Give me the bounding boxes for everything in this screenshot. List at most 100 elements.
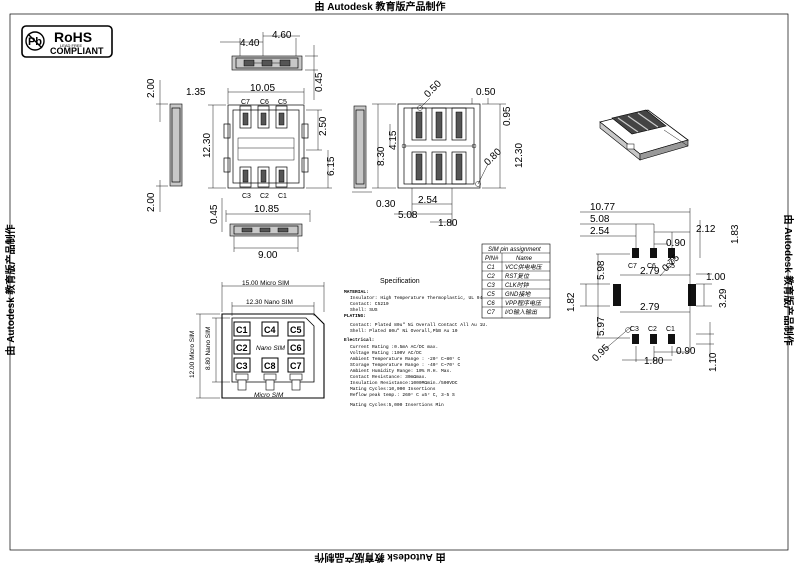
- sim-card-diagram: [196, 282, 325, 399]
- fp-pin-c2: C2: [648, 326, 657, 333]
- top-view: [220, 32, 318, 100]
- fp-dim-2-54: 2.54: [590, 226, 610, 237]
- dim-front-width: 10.05: [250, 83, 275, 94]
- pin-assignment-table: [481, 243, 551, 319]
- dim-bottom-9-00: 9.00: [258, 250, 278, 261]
- spec-line: Mating Cycles:10,000 Insertions: [350, 386, 436, 392]
- fp-dim-3-29: 3.29: [718, 288, 729, 308]
- dim-side-4-15: 4.15: [388, 130, 399, 150]
- right-side-view: [353, 105, 367, 189]
- fp-dim-1-10: 1.10: [708, 352, 719, 372]
- spec-line: Mating Cycles:5,000 Insertions Min: [350, 402, 444, 408]
- spec-line: Voltage Rating :100V AC/DC: [350, 350, 422, 356]
- table-cell: C2: [487, 274, 495, 280]
- spec-line: Electrical:: [344, 337, 374, 343]
- spec-line: Ambient Humidity Range: 10% R.H. Max.: [350, 368, 452, 374]
- fp-pin-c5: C5: [666, 263, 675, 270]
- table-cell: C1: [487, 265, 495, 271]
- spec-line: Contact: C5210: [350, 301, 389, 307]
- sim-nano-height: 8.80 Nano SIM: [205, 327, 212, 370]
- spec-line: Shell: SUS: [350, 307, 378, 313]
- sim-nano-width: 12.30 Nano SIM: [246, 299, 293, 306]
- spec-line: Contact Resistance: 30mΩmax.: [350, 374, 427, 380]
- fp-dim-2-79b: 2.79: [640, 302, 660, 313]
- fp-dim-1-80: 1.80: [644, 356, 664, 367]
- fp-dim-10-77: 10.77: [590, 202, 615, 213]
- fp-pin-labels-top: C7 C6 C5: [628, 263, 675, 270]
- pin-label-c7: C7: [241, 99, 250, 106]
- pin-label-c6: C6: [260, 99, 269, 106]
- table-cell: C7: [487, 310, 495, 316]
- spec-line: Current Rating :0.5mA AC/DC max.: [350, 344, 438, 350]
- sim-micro-label: Micro SIM: [254, 392, 284, 399]
- isometric-view: [599, 109, 689, 161]
- fp-dim-1-00: 1.00: [706, 272, 726, 283]
- fp-dim-5-08: 5.08: [590, 214, 610, 225]
- sim-contact-c2: C2: [236, 343, 248, 353]
- table-cell: GND接地: [505, 290, 531, 298]
- pin-table-header-pin: PIN#: [485, 256, 499, 262]
- sim-contact-c6: C6: [290, 343, 302, 353]
- table-cell: C3: [487, 283, 495, 289]
- dim-side-0-95: 0.95: [502, 106, 513, 126]
- dim-top-4-60: 4.60: [272, 30, 292, 41]
- pin-table-title: SIM pin assignment: [488, 247, 541, 253]
- sim-micro-height: 12.00 Micro SIM: [189, 331, 196, 378]
- dim-left-2-00b: 2.00: [146, 192, 157, 212]
- spec-line: Contact: Plated 80u" Ni Overall Contact …: [350, 322, 488, 328]
- pin-label-c2: C2: [260, 193, 269, 200]
- spec-line: Shell: Plated 80u" Ni Overall,PbB Au 10: [350, 328, 458, 334]
- dim-side-0-50b: 0.50: [476, 87, 496, 98]
- fp-dim-5-97: 5.97: [596, 316, 607, 336]
- sim-micro-width: 15.00 Micro SIM: [242, 280, 289, 287]
- sim-contact-labels: C1 C4 C5 C2 C6 C3 C8 C7: [236, 325, 302, 371]
- table-cell: RST复位: [505, 272, 530, 280]
- front-view: [208, 88, 332, 189]
- dim-side-5-08: 5.08: [398, 210, 418, 221]
- spec-line: MATERIAL:: [344, 289, 369, 295]
- rohs-sub2: COMPLIANT: [50, 46, 104, 56]
- dim-side-12-30: 12.30: [514, 143, 525, 168]
- fp-dim-0-90b: 0.90: [676, 346, 696, 357]
- spec-line: Ambient Temperature Range : -20° C~80° C: [350, 356, 461, 362]
- rohs-sub1: LEAD FREE: [60, 43, 83, 48]
- sim-contact-c8: C8: [264, 361, 276, 371]
- spec-lines: MATERIAL: Insulator: High Temperature Th…: [344, 289, 493, 408]
- dim-side-0-30: 0.30: [376, 199, 396, 210]
- table-cell: C6: [487, 301, 495, 307]
- fp-pin-c1: C1: [666, 326, 675, 333]
- sim-contact-c1: C1: [236, 325, 248, 335]
- spec-title: Specification: [380, 278, 420, 285]
- dim-front-6-15: 6.15: [326, 156, 337, 176]
- dim-side-0-50a: 0.50: [422, 78, 444, 100]
- fp-pin-c3: C3: [630, 326, 639, 333]
- pin-label-c1: C1: [278, 193, 287, 200]
- pin-labels-top: C7 C6 C5: [241, 99, 287, 106]
- watermark-right: 由 Autodesk 教育版产品制作: [782, 214, 795, 345]
- sim-contact-c4: C4: [264, 325, 276, 335]
- dim-side-8-30: 8.30: [376, 146, 387, 166]
- spec-line: Storage Temperature Range : -40° C~70° C: [350, 362, 461, 368]
- pin-labels-bottom: C3 C2 C1: [242, 193, 287, 200]
- left-side-view: [156, 80, 183, 212]
- fp-pin-labels-bottom: C3 C2 C1: [630, 326, 675, 333]
- underside-view: [352, 97, 506, 226]
- spec-line: Insulation Resistance:1000MΩmin./500VDC: [350, 380, 458, 386]
- sim-contact-c7: C7: [290, 361, 302, 371]
- sim-contact-c5: C5: [290, 325, 302, 335]
- table-cell: I/O输入输出: [505, 308, 538, 316]
- pin-label-c3: C3: [242, 193, 251, 200]
- bottom-view: [221, 198, 311, 252]
- fp-dim-2-79a: 2.79: [640, 266, 660, 277]
- fp-dim-1-82: 1.82: [566, 292, 577, 312]
- sim-contact-c3: C3: [236, 361, 248, 371]
- dim-bottom-0-45: 0.45: [209, 204, 220, 224]
- dim-top-0-45: 0.45: [314, 72, 325, 92]
- table-cell: VPP程序电压: [505, 299, 542, 307]
- rohs-logo: Pb RoHS LEAD FREE COMPLIANT: [21, 25, 113, 58]
- fp-dim-5-98: 5.98: [596, 260, 607, 280]
- dim-left-1-35: 1.35: [186, 87, 206, 98]
- spec-line: PLATING:: [344, 313, 366, 319]
- spec-line: Reflow peak temp.: 260° C ±5° C, 3-5 S: [350, 392, 455, 398]
